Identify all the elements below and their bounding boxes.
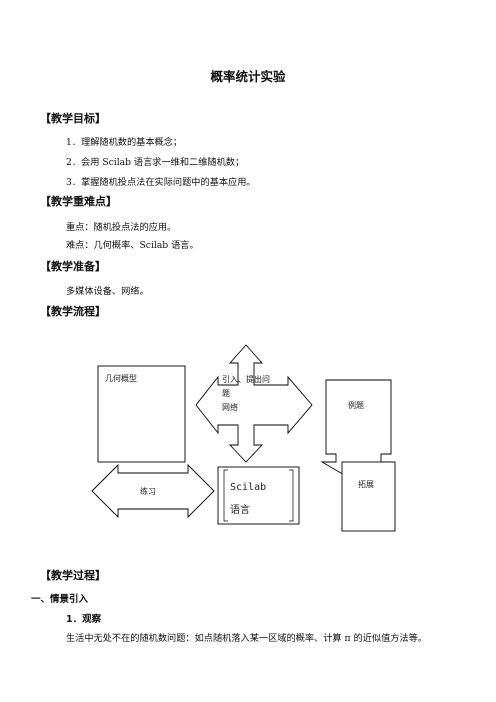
flow-box-practice-label: 练习 (140, 486, 156, 496)
flow-cross-text-1: 引入、提出问 (222, 374, 270, 384)
section-heading-goals: 【教学目标】 (40, 112, 106, 125)
flow-box-geometry (97, 365, 186, 463)
section-heading-keypoints: 【教学重难点】 (40, 195, 117, 208)
flow-box-example-label: 例题 (348, 400, 364, 410)
flow-box-scilab-label-2: 语言 (230, 503, 250, 516)
goal-item-2: 2．会用 Scilab 语言求一维和二维随机数； (66, 157, 245, 168)
flow-cross-text-3: 网络 (222, 402, 238, 412)
section-heading-process: 【教学过程】 (40, 569, 106, 582)
keypoint-item-2: 难点：几何概率、Scilab 语言。 (66, 240, 199, 251)
flow-box-scilab-bracket-right (289, 469, 294, 522)
goal-item-3: 3．掌握随机投点法在实际问题中的基本应用。 (66, 177, 256, 188)
section-heading-flow: 【教学流程】 (40, 305, 106, 318)
page-title: 概率统计实验 (210, 69, 286, 84)
flow-box-geometry-label: 几何概型 (105, 373, 137, 383)
flow-box-practice (91, 463, 215, 519)
flow-box-scilab (217, 466, 300, 525)
flow-box-extend (341, 461, 396, 532)
flow-box-scilab-label-1: Scilab (230, 482, 266, 493)
process-step-1-heading: 1．观察 (66, 614, 102, 625)
flow-box-extend-label: 拓展 (358, 479, 374, 489)
goal-item-1: 1．理解随机数的基本概念； (66, 137, 183, 148)
process-part-1-heading: 一、情景引入 (31, 594, 89, 605)
keypoint-item-1: 重点：随机投点法的应用。 (66, 222, 177, 233)
flow-box-scilab-bracket-left (223, 469, 228, 522)
flow-cross-arrow (195, 344, 313, 463)
flow-cross-text-2: 题 (222, 389, 230, 398)
prep-item-1: 多媒体设备、网络。 (66, 286, 149, 297)
section-heading-prep: 【教学准备】 (40, 260, 106, 273)
process-body-text: 生活中无处不在的随机数问题：如点随机落入某一区域的概率、计算 π 的近似值方法等… (66, 633, 428, 644)
